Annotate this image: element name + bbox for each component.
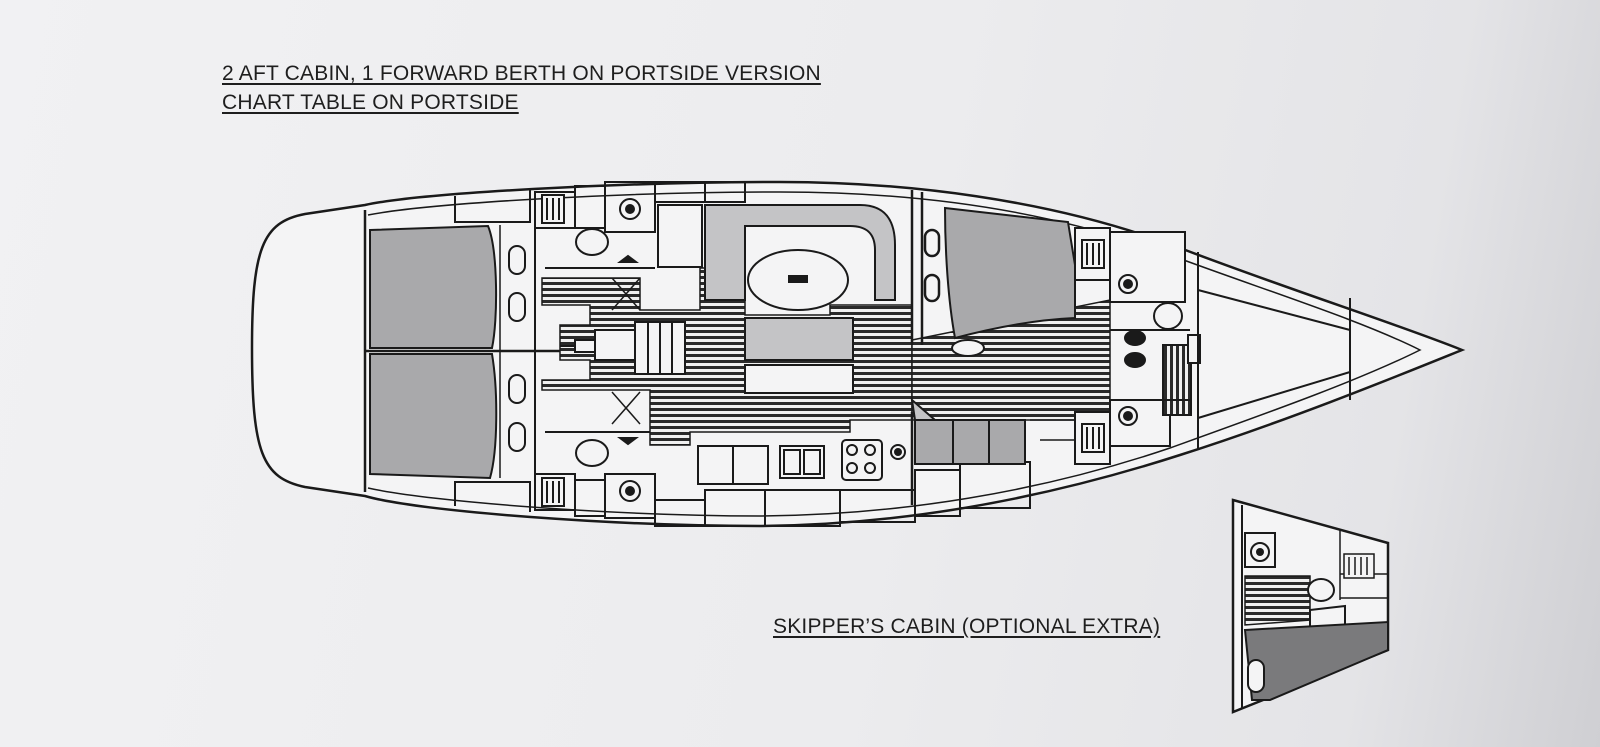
inset-caption: SKIPPER’S CABIN (OPTIONAL EXTRA) bbox=[773, 615, 1161, 638]
galley bbox=[697, 439, 906, 485]
hull-inner-line bbox=[367, 191, 1422, 517]
portlight bbox=[508, 374, 526, 404]
toilet-icon bbox=[575, 228, 609, 256]
aft-heads bbox=[541, 194, 655, 507]
companionway-steps bbox=[560, 321, 686, 375]
saloon-seating bbox=[657, 204, 896, 394]
aft-berth-port bbox=[369, 224, 498, 349]
portlight bbox=[508, 422, 526, 452]
toilet-icon bbox=[1153, 302, 1183, 330]
lockers bbox=[454, 181, 1031, 527]
toilet-icon bbox=[1307, 578, 1335, 602]
layout-subtitle: CHART TABLE ON PORTSIDE bbox=[222, 91, 519, 114]
main-bulkhead bbox=[910, 190, 941, 505]
dinette-seats bbox=[910, 397, 1026, 465]
forepeak bbox=[1197, 252, 1351, 450]
portlight bbox=[508, 292, 526, 322]
layout-title: 2 AFT CABIN, 1 FORWARD BERTH ON PORTSIDE… bbox=[222, 62, 821, 85]
toilet-icon bbox=[575, 439, 609, 467]
portlight bbox=[508, 245, 526, 275]
interior-dividers bbox=[611, 277, 1075, 441]
aft-berth-starboard bbox=[369, 353, 498, 480]
skipper-cabin-inset bbox=[1231, 498, 1390, 714]
aft-cabins bbox=[365, 224, 565, 480]
forward-berth bbox=[943, 206, 1076, 357]
